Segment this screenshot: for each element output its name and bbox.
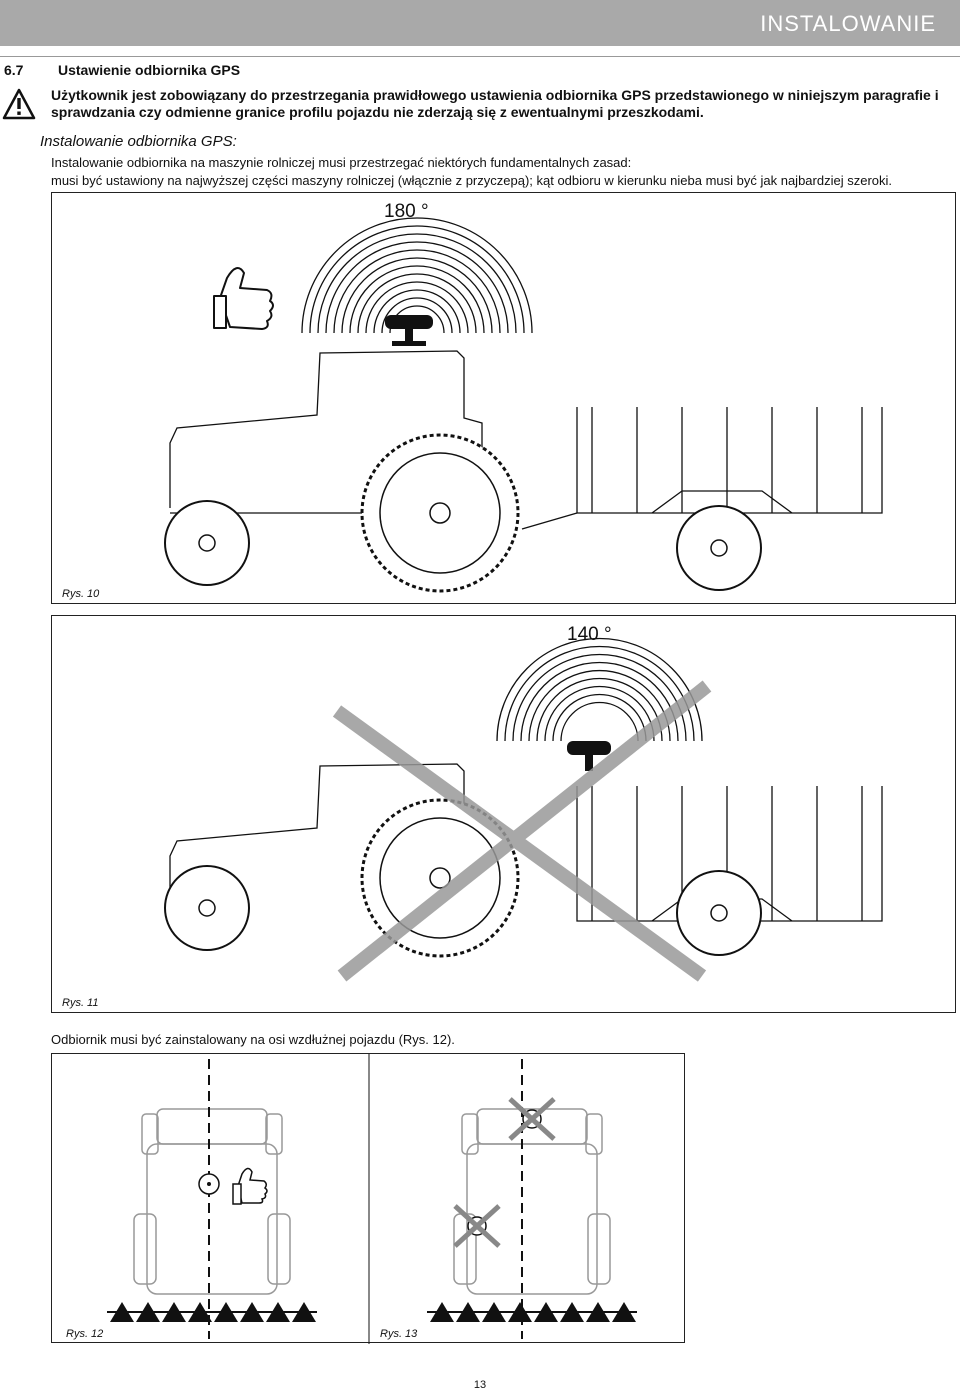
- header-bar: INSTALOWANIE: [0, 0, 960, 46]
- tractor-180-illustration: [164, 217, 883, 593]
- cross-icon: [453, 1097, 556, 1248]
- angle-label-140: 140 °: [567, 624, 612, 645]
- warning-text: Użytkownik jest zobowiązany do przestrze…: [51, 87, 939, 120]
- figure-caption: Rys. 13: [380, 1328, 418, 1340]
- tractor-140-illustration: [164, 637, 883, 982]
- section-number: 6.7: [4, 62, 24, 78]
- page-number: 13: [473, 1379, 487, 1391]
- figure-11: 140 °: [51, 615, 956, 1013]
- section-title: Ustawienie odbiornika GPS: [58, 62, 241, 78]
- figure-caption: Rys. 11: [62, 997, 99, 1009]
- angle-label-180: 180 °: [384, 201, 429, 222]
- thumbs-up-icon: [213, 267, 274, 330]
- figure-12-13: [51, 1053, 685, 1344]
- paragraph: Odbiornik musi być zainstalowany na osi …: [51, 1032, 455, 1047]
- top-view-illustrations: [107, 1054, 637, 1344]
- subsection-title: Instalowanie odbiornika GPS:: [40, 133, 237, 150]
- header-title: INSTALOWANIE: [760, 11, 936, 36]
- paragraph: musi być ustawiony na najwyższej części …: [51, 173, 893, 188]
- figure-10: 180 °: [51, 192, 956, 604]
- figure-caption: Rys. 10: [62, 588, 100, 600]
- cross-icon: [332, 680, 712, 982]
- thumbs-up-icon: [232, 1167, 268, 1205]
- paragraph: Instalowanie odbiornika na maszynie roln…: [51, 155, 632, 170]
- warning-icon: [2, 88, 36, 120]
- figure-caption: Rys. 12: [66, 1328, 104, 1340]
- section-divider: [0, 56, 960, 57]
